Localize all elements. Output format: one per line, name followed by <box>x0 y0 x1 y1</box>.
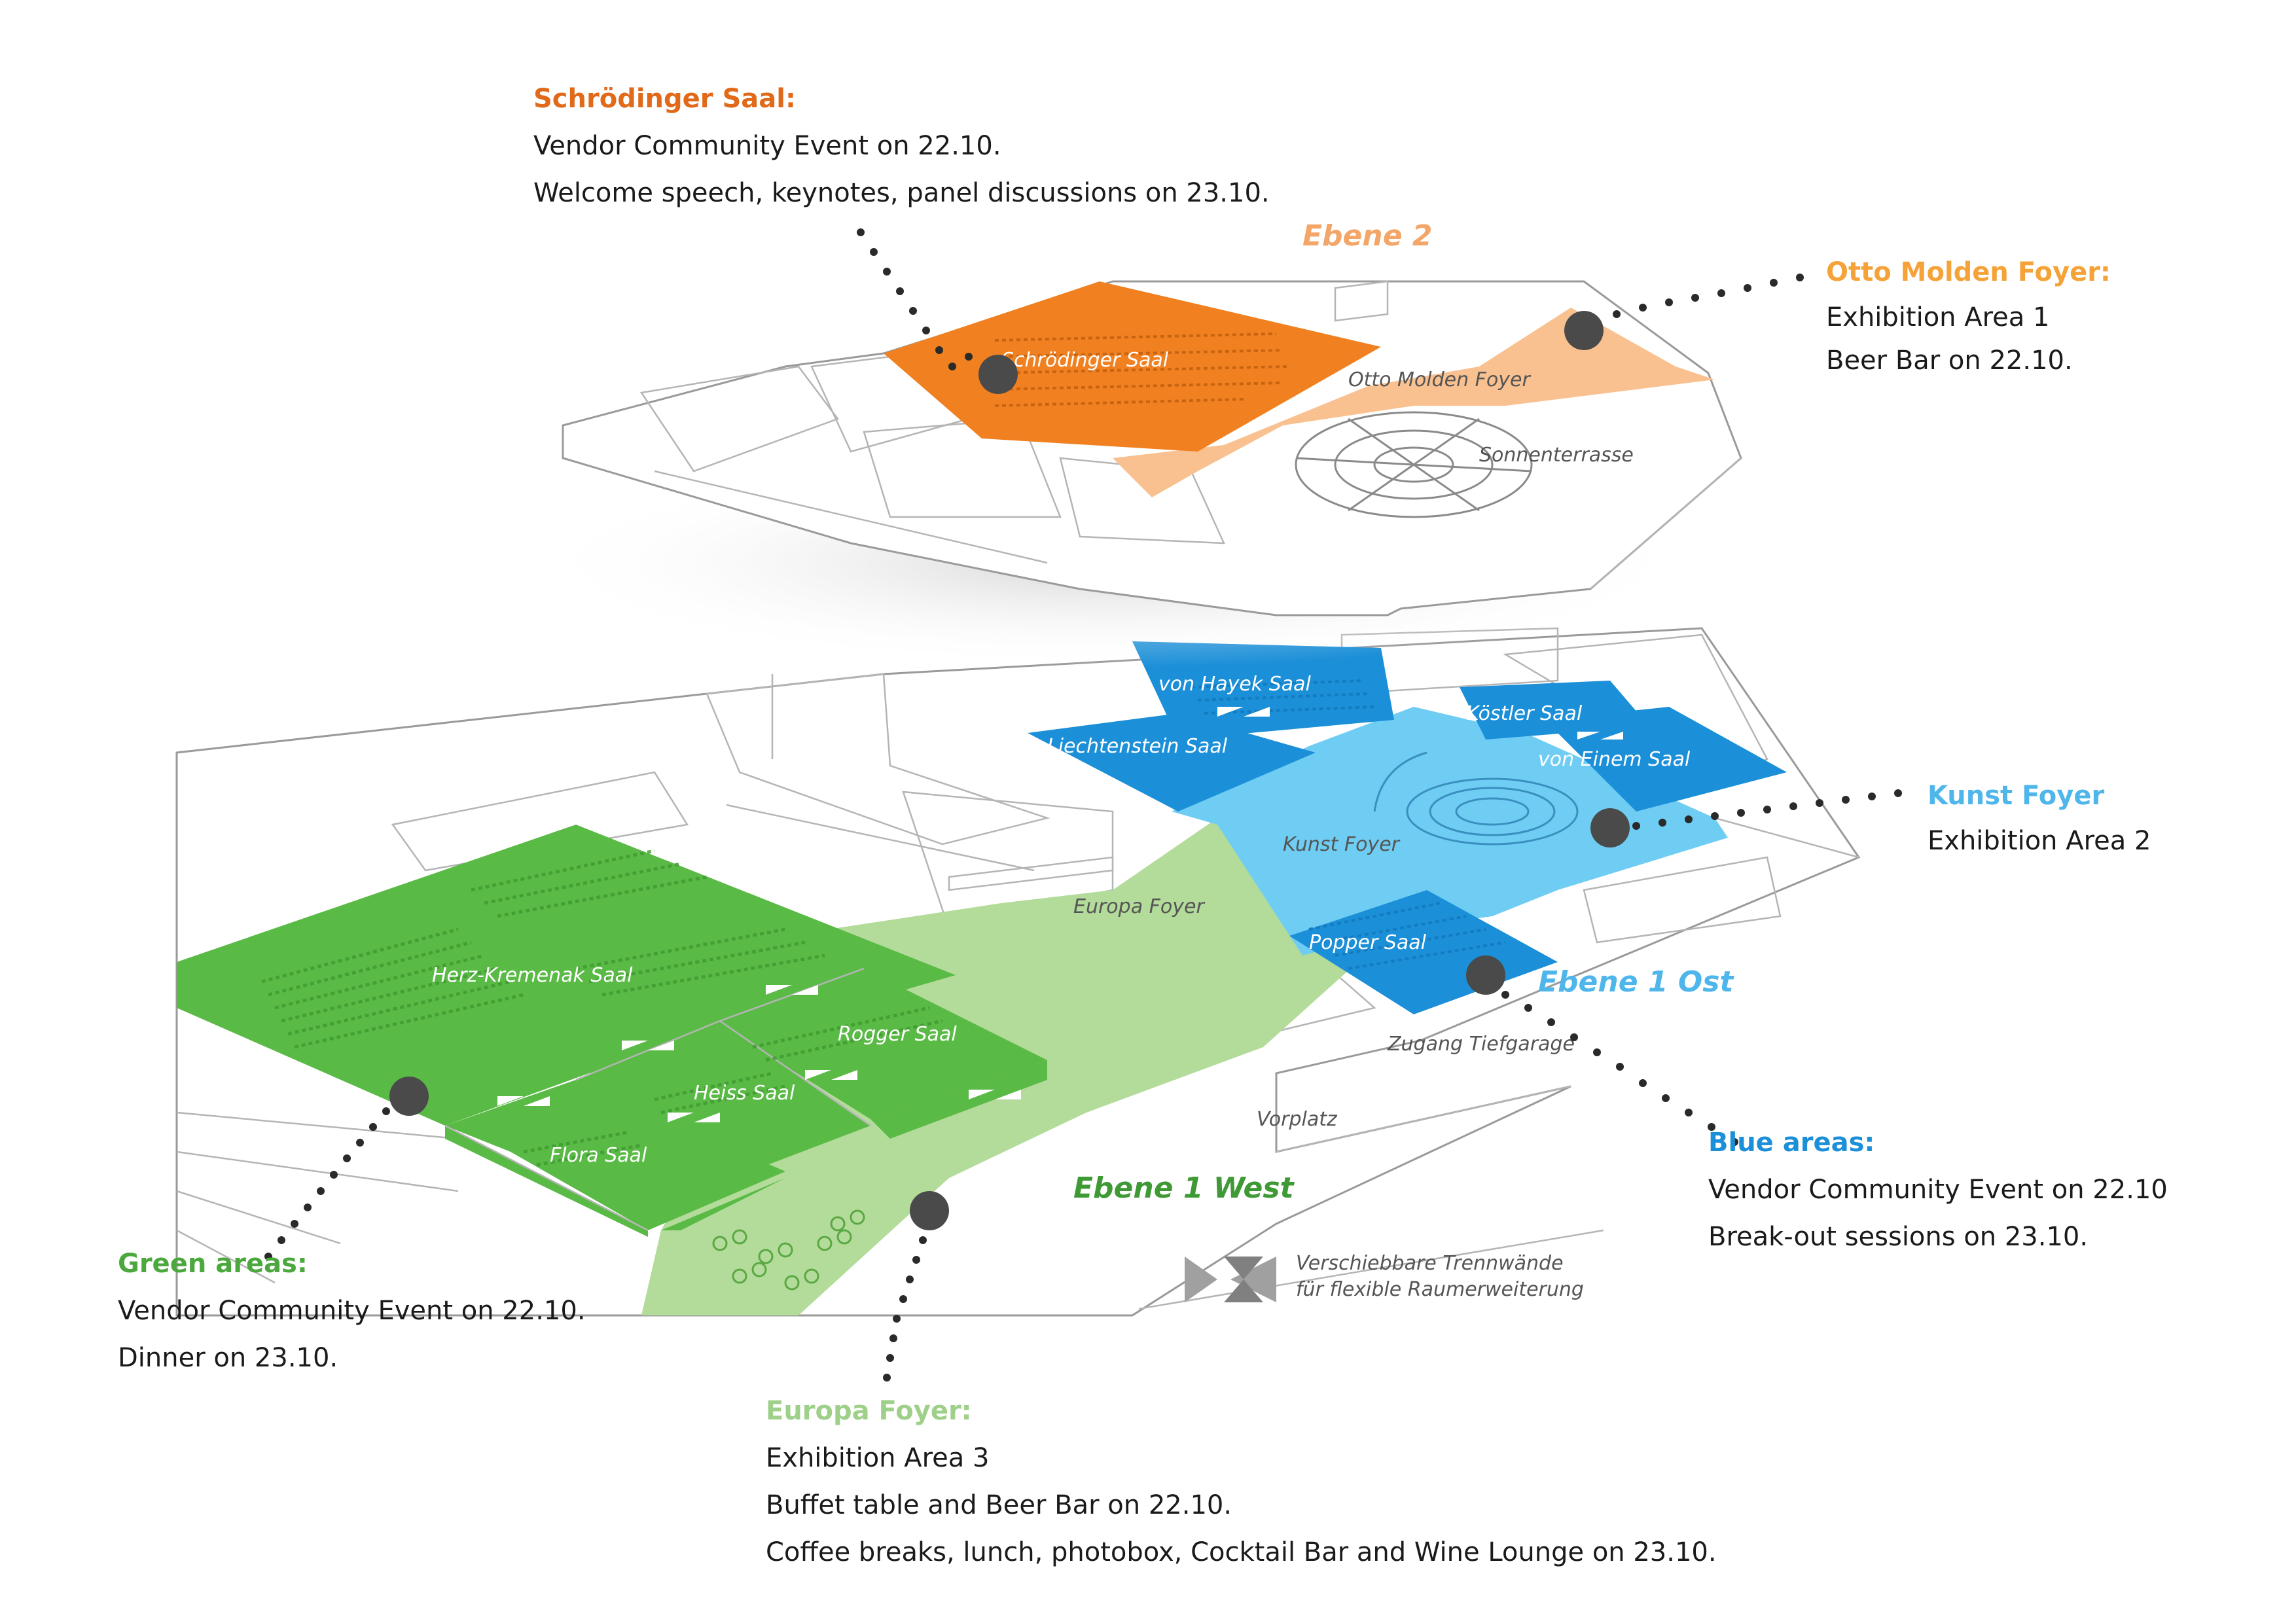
callout-line: Exhibition Area 2 <box>1928 826 2151 856</box>
room-label-popper: Popper Saal <box>1309 931 1427 954</box>
callout-line: Break-out sessions on 23.10. <box>1708 1222 2089 1252</box>
callout-title: Green areas: <box>118 1249 308 1279</box>
callout-title: Otto Molden Foyer: <box>1826 257 2111 287</box>
callout-title: Blue areas: <box>1708 1128 1875 1158</box>
callout-green: Green areas: Vendor Community Event on 2… <box>118 1240 586 1382</box>
callout-kunst: Kunst Foyer Exhibition Area 2 <box>1928 772 2151 863</box>
room-label-heiss: Heiss Saal <box>694 1082 795 1105</box>
marker-europa <box>910 1191 949 1230</box>
sliding-wall-markers <box>497 707 1623 1122</box>
callout-line: Coffee breaks, lunch, photobox, Cocktail… <box>766 1537 1717 1567</box>
kunst-foyer-area <box>1172 707 1728 955</box>
callout-otto-molden: Otto Molden Foyer: Exhibition Area 1 Bee… <box>1826 249 2111 382</box>
room-label-herz-kremenak: Herz-Kremenak Saal <box>432 964 633 987</box>
room-label-rogger: Rogger Saal <box>838 1023 957 1046</box>
marker-schroedinger <box>978 355 1018 394</box>
callout-line: Welcome speech, keynotes, panel discussi… <box>533 178 1270 208</box>
callout-line: Beer Bar on 22.10. <box>1826 346 2073 376</box>
rogger-saal-area <box>713 969 1047 1119</box>
sliding-wall-legend-icon <box>1185 1257 1276 1302</box>
level-1-floor <box>175 627 1861 1317</box>
level-label-ebene1-west: Ebene 1 West <box>1073 1171 1295 1205</box>
callout-blue: Blue areas: Vendor Community Event on 22… <box>1708 1119 2168 1260</box>
callout-line: Vendor Community Event on 22.10 <box>1708 1175 2168 1205</box>
marker-kunst <box>1590 808 1630 847</box>
callout-title: Europa Foyer: <box>766 1396 972 1426</box>
flora-saal-area <box>445 1080 785 1230</box>
room-label-europa: Europa Foyer <box>1073 895 1205 918</box>
level-label-ebene1-ost: Ebene 1 Ost <box>1538 965 1734 999</box>
location-markers <box>389 311 1630 1230</box>
herz-kremenak-saal-area <box>177 825 956 1126</box>
room-label-liechtenstein: Liechtenstein Saal <box>1047 735 1228 758</box>
room-label-otto-molden: Otto Molden Foyer <box>1348 368 1531 391</box>
liechtenstein-saal-area <box>1028 713 1316 812</box>
room-label-vorplatz: Vorplatz <box>1257 1108 1338 1131</box>
callout-title: Kunst Foyer <box>1928 781 2105 811</box>
callout-line: Buffet table and Beer Bar on 22.10. <box>766 1490 1232 1520</box>
room-label-koestler: Köstler Saal <box>1466 702 1583 725</box>
green-lower-band <box>445 1126 785 1237</box>
room-label-schroedinger: Schrödinger Saal <box>1001 349 1169 372</box>
schroedinger-saal-area <box>884 281 1381 452</box>
von-einem-saal-area <box>1545 707 1787 812</box>
callout-line: Vendor Community Event on 22.10. <box>533 131 1001 161</box>
legend-line-1: Verschiebbare Trennwände <box>1296 1252 1564 1275</box>
room-label-von-einem: von Einem Saal <box>1538 748 1691 771</box>
callout-line: Dinner on 23.10. <box>118 1343 338 1373</box>
callout-line: Exhibition Area 3 <box>766 1443 990 1473</box>
callout-title: Schrödinger Saal: <box>533 84 796 114</box>
room-label-flora: Flora Saal <box>550 1144 647 1167</box>
otto-molden-foyer-area <box>1113 308 1715 497</box>
marker-green <box>389 1077 429 1116</box>
callout-line: Exhibition Area 1 <box>1826 302 2050 332</box>
room-label-von-hayek: von Hayek Saal <box>1158 673 1312 696</box>
marker-otto-molden <box>1564 311 1604 350</box>
leader-lines <box>264 228 1902 1382</box>
room-label-kunst: Kunst Foyer <box>1283 833 1401 856</box>
level-label-ebene2: Ebene 2 <box>1302 219 1433 253</box>
marker-popper <box>1466 955 1505 995</box>
callout-line: Vendor Community Event on 22.10. <box>118 1296 586 1326</box>
callout-schroedinger: Schrödinger Saal: Vendor Community Event… <box>533 75 1270 217</box>
room-label-zugang: Zugang Tiefgarage <box>1387 1033 1575 1056</box>
legend-line-2: für flexible Raumerweiterung <box>1296 1278 1584 1301</box>
level-2-floor <box>562 280 1742 616</box>
room-label-sonnenterrasse: Sonnenterrasse <box>1479 444 1634 467</box>
heiss-saal-area <box>576 1021 870 1178</box>
callout-europa: Europa Foyer: Exhibition Area 3 Buffet t… <box>766 1387 1717 1576</box>
